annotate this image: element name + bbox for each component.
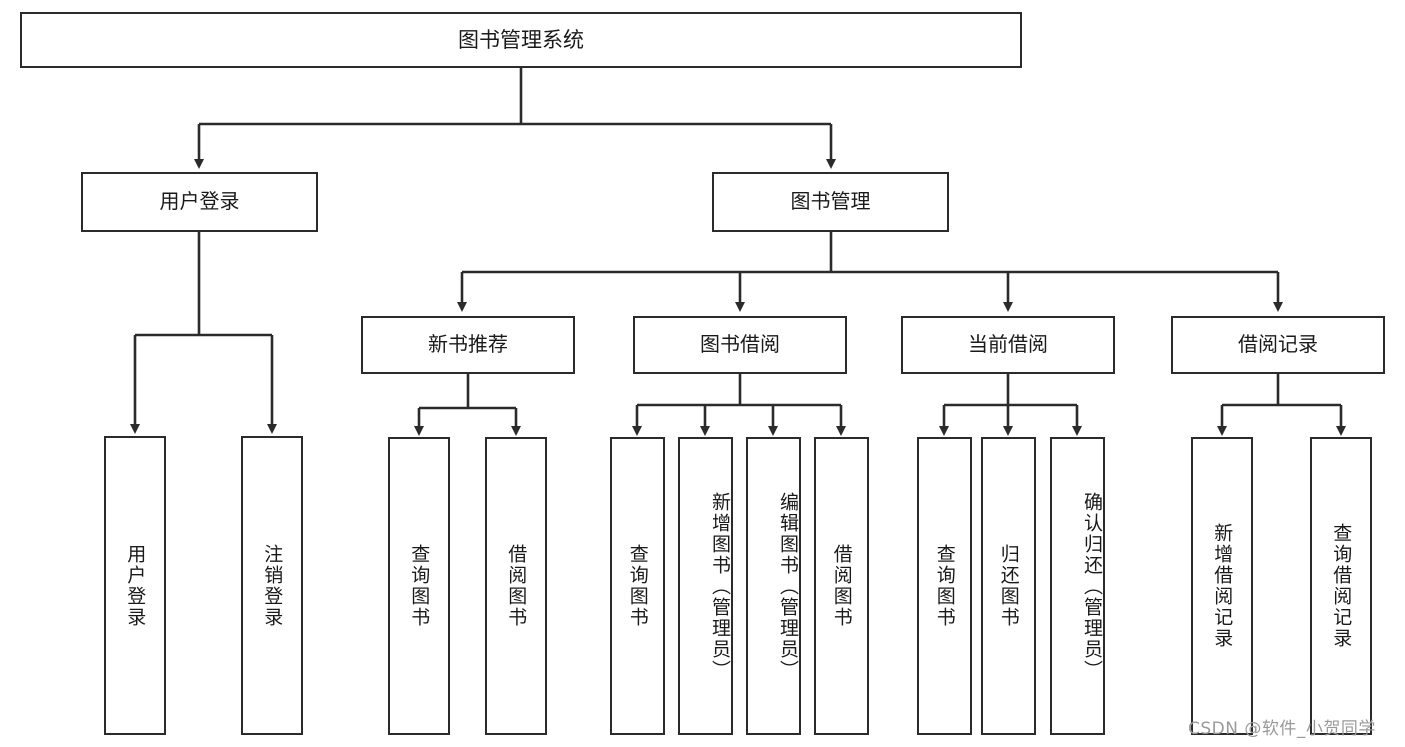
node-book-borrow[interactable]: 图书借阅 — [633, 316, 847, 374]
leaf-add-book[interactable]: 新增图书（管理员） — [678, 437, 733, 735]
leaf-edit-book[interactable]: 编辑图书（管理员） — [746, 437, 801, 735]
leaf-add-record[interactable]: 新增借阅记录 — [1191, 437, 1253, 735]
leaf-query-book-1[interactable]: 查询图书 — [388, 437, 450, 735]
leaf-query-book-3[interactable]: 查询图书 — [917, 437, 972, 735]
leaf-query-book-2-label: 查询图书 — [626, 544, 649, 628]
leaf-query-book-1-label: 查询图书 — [408, 544, 431, 628]
leaf-edit-book-label: 编辑图书（管理员） — [777, 491, 799, 681]
leaf-return-book[interactable]: 归还图书 — [981, 437, 1036, 735]
node-book-borrow-label: 图书借阅 — [700, 332, 780, 357]
node-user-login-label: 用户登录 — [159, 189, 240, 214]
leaf-query-record-label: 查询借阅记录 — [1330, 523, 1353, 649]
node-root[interactable]: 图书管理系统 — [20, 12, 1022, 68]
csdn-watermark: CSDN @软件_小贺同学 — [1188, 719, 1376, 739]
node-user-login[interactable]: 用户登录 — [81, 172, 318, 232]
node-new-book-recommend[interactable]: 新书推荐 — [361, 316, 575, 374]
leaf-query-record[interactable]: 查询借阅记录 — [1310, 437, 1372, 735]
leaf-query-book-3-label: 查询图书 — [933, 544, 956, 628]
leaf-borrow-book-2[interactable]: 借阅图书 — [814, 437, 869, 735]
leaf-query-book-2[interactable]: 查询图书 — [610, 437, 665, 735]
leaf-borrow-book-2-label: 借阅图书 — [830, 544, 853, 628]
leaf-user-login[interactable]: 用户登录 — [104, 436, 166, 735]
leaf-add-record-label: 新增借阅记录 — [1211, 523, 1234, 649]
leaf-add-book-label: 新增图书（管理员） — [709, 491, 731, 681]
node-current-borrow[interactable]: 当前借阅 — [901, 316, 1115, 374]
leaf-confirm-return[interactable]: 确认归还（管理员） — [1050, 437, 1105, 735]
leaf-borrow-book-1-label: 借阅图书 — [505, 544, 528, 628]
node-borrow-record-label: 借阅记录 — [1238, 332, 1318, 357]
leaf-confirm-return-label: 确认归还（管理员） — [1081, 491, 1103, 681]
leaf-logout[interactable]: 注销登录 — [241, 436, 303, 735]
leaf-borrow-book-1[interactable]: 借阅图书 — [485, 437, 547, 735]
node-new-book-recommend-label: 新书推荐 — [428, 332, 508, 357]
leaf-return-book-label: 归还图书 — [997, 544, 1020, 628]
node-book-admin[interactable]: 图书管理 — [712, 172, 949, 232]
leaf-user-login-label: 用户登录 — [124, 543, 147, 628]
node-current-borrow-label: 当前借阅 — [968, 332, 1048, 357]
leaf-logout-label: 注销登录 — [261, 543, 284, 628]
node-book-admin-label: 图书管理 — [790, 189, 871, 214]
node-borrow-record[interactable]: 借阅记录 — [1171, 316, 1385, 374]
node-root-label: 图书管理系统 — [458, 27, 584, 52]
